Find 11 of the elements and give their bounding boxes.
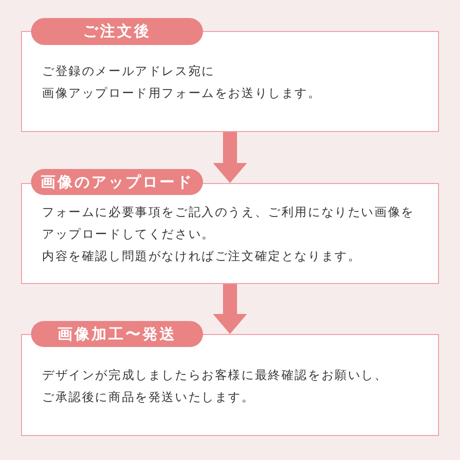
arrow bbox=[213, 284, 247, 334]
description-text: ご登録のメールアドレス宛に bbox=[42, 63, 216, 80]
description-text: フォームに必要事項をご記入のうえ、ご利用になりたい画像をアップロードしてください。 bbox=[42, 204, 416, 243]
description-text: デザインが完成しましたらお客様に最終確認をお願いし、 bbox=[42, 367, 389, 384]
description-text: ご承認後に商品を発送いたします。 bbox=[42, 389, 256, 406]
heading-pill: ご注文後 bbox=[31, 18, 203, 45]
heading-pill: 画像加工〜発送 bbox=[31, 321, 203, 347]
arrow bbox=[213, 132, 247, 183]
heading-pill: 画像のアップロード bbox=[31, 169, 203, 195]
description-text: 画像アップロード用フォームをお送りします。 bbox=[42, 85, 322, 102]
description-text: 内容を確認し問題がなければご注文確定となります。 bbox=[42, 248, 362, 265]
